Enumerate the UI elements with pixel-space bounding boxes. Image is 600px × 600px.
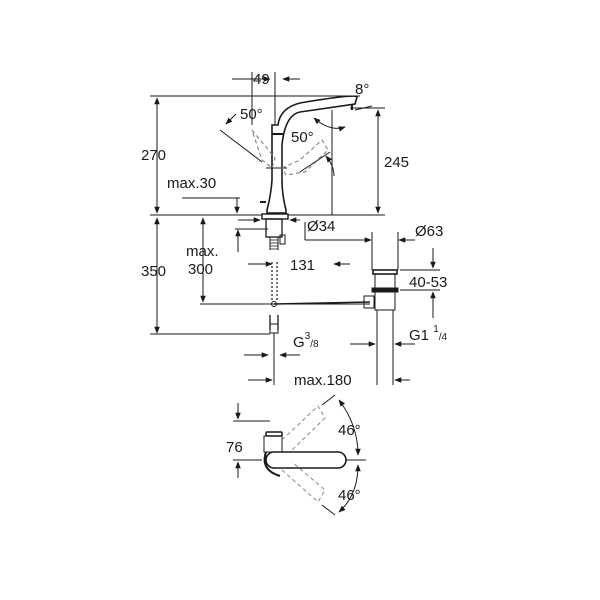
- dim-waste-thread: G1 1/4: [409, 325, 448, 344]
- dim-plan-depth: 76: [226, 439, 243, 456]
- dim-spout-width: 49: [253, 71, 270, 88]
- dim-total-height: 270: [141, 147, 167, 164]
- mixer-body: [260, 95, 358, 214]
- dim-max-offset: max.180: [294, 372, 352, 389]
- dim-max-hose-2: 300: [188, 261, 214, 278]
- dim-below-deck-height: 350: [141, 263, 167, 280]
- dim-supply-thread: G3/8: [293, 332, 319, 351]
- pop-up-waste: [363, 269, 399, 385]
- dim-spout-outlet-height: 245: [384, 154, 410, 171]
- dim-max-hose-1: max.: [186, 243, 219, 260]
- supply-thread-sub: /8: [310, 339, 319, 350]
- supply-thread-main: G: [293, 334, 305, 351]
- supply-thread-sup: 3: [304, 331, 311, 342]
- dim-max-deck-thickness: max.30: [167, 175, 217, 192]
- waste-thread-main: G1: [409, 327, 430, 344]
- dim-base-diameter: Ø34: [307, 218, 336, 235]
- dim-spout-tilt: 8°: [355, 81, 370, 98]
- dim-waste-range: 40-53: [409, 274, 448, 291]
- waste-thread-sup: 1: [433, 324, 439, 335]
- dim-swing-angle-bottom: 46°: [338, 487, 361, 504]
- dim-lever-angle-left: 50°: [240, 106, 263, 123]
- dim-waste-diameter: Ø63: [415, 223, 444, 240]
- waste-thread-sub: /4: [438, 332, 448, 343]
- dim-swing-angle-top: 46°: [338, 422, 361, 439]
- dim-spout-reach: 131: [290, 257, 316, 274]
- plan-view: [233, 394, 366, 516]
- dim-lever-angle-right: 50°: [291, 129, 314, 146]
